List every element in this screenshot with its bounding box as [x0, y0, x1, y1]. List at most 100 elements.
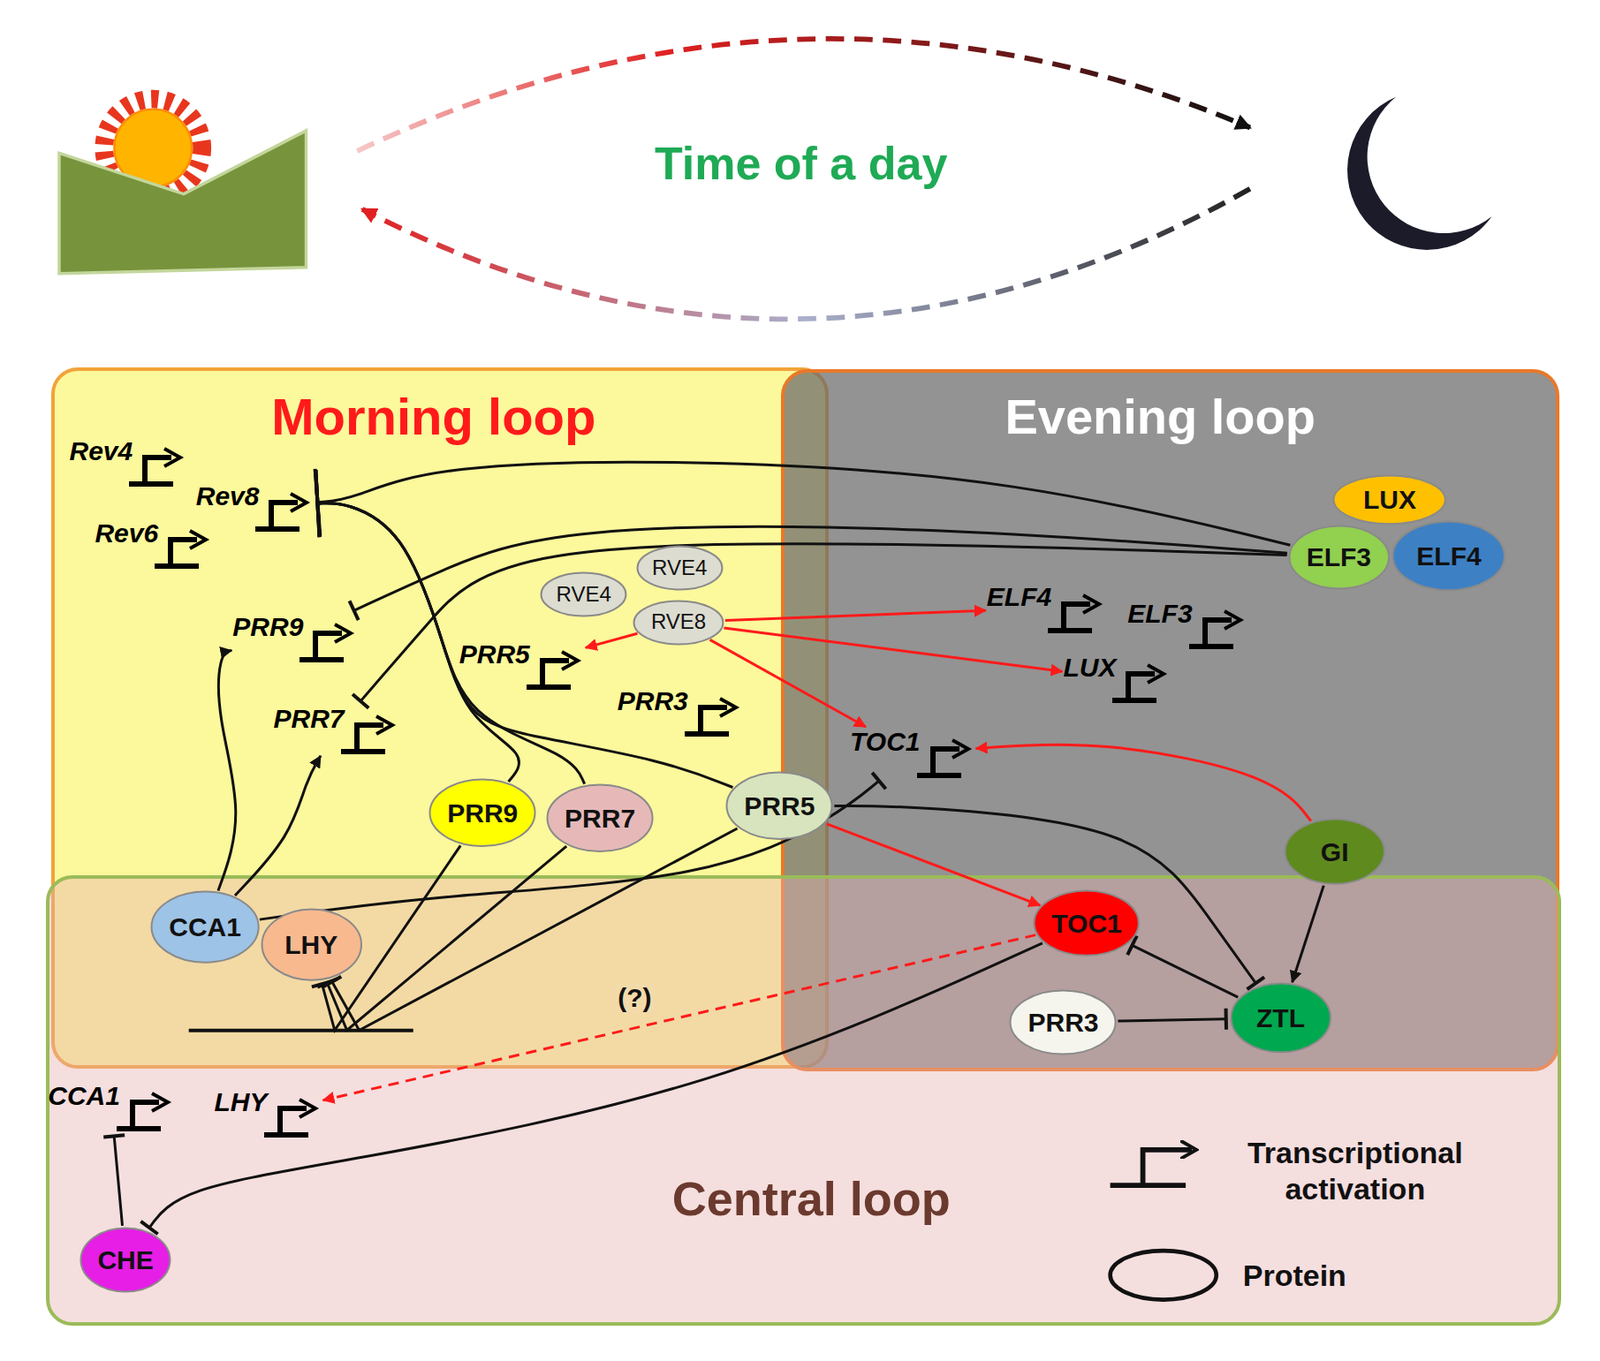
promoter-arrowhead — [151, 1093, 168, 1112]
sun-icon — [59, 98, 307, 274]
repression-line — [360, 544, 1288, 702]
protein-shape — [261, 909, 361, 980]
promoter-line — [299, 633, 344, 660]
protein-name: RVE4 — [652, 556, 707, 580]
promoter-line — [1047, 604, 1092, 631]
promoter-symbol — [917, 738, 976, 780]
protein-name: CHE — [97, 1245, 153, 1275]
promoter-line — [116, 1102, 161, 1130]
repression-line — [317, 503, 584, 785]
promoter-symbol — [684, 697, 744, 738]
gene-promoter: CCA1 — [47, 1081, 175, 1133]
repression-line — [149, 943, 1043, 1229]
protein-name: CCA1 — [168, 912, 242, 942]
repression-line — [354, 526, 1288, 611]
gene-name: Rev8 — [196, 481, 260, 513]
protein-shape — [636, 546, 722, 591]
promoter-line — [526, 660, 571, 688]
protein-name: PRR7 — [564, 803, 636, 834]
legend-protein-symbol — [1110, 1251, 1217, 1300]
promoter-symbol — [299, 622, 358, 664]
gene-name: CCA1 — [47, 1081, 121, 1113]
protein-ellipse: PRR5 — [725, 771, 834, 842]
promoter-symbol — [116, 1091, 175, 1133]
gene-name: PRR9 — [232, 612, 304, 644]
repression-line — [1117, 1019, 1226, 1022]
protein-ellipse: PRR3 — [1008, 989, 1117, 1056]
protein-shape — [727, 773, 833, 841]
repression-bar — [189, 1029, 414, 1033]
protein-shape — [1393, 522, 1505, 592]
promoter-symbol — [1112, 663, 1171, 705]
time-label: Time of a day — [652, 136, 950, 190]
protein-name: TOC1 — [1051, 909, 1122, 939]
gene-name: PRR7 — [273, 704, 345, 736]
promoter-symbol — [526, 650, 585, 691]
promoter-symbol — [264, 1098, 323, 1139]
activation-arrow — [1292, 886, 1325, 984]
promoter-arrowhead — [376, 716, 393, 735]
gene-name: ELF4 — [986, 582, 1052, 614]
protein-shape — [1289, 525, 1388, 589]
activation-arrow — [235, 756, 321, 896]
gene-name: Rev6 — [94, 518, 159, 550]
promoter-arrowhead — [299, 1099, 316, 1118]
gene-promoter: PRR5 — [459, 639, 585, 691]
protein-shape — [1010, 990, 1116, 1055]
repression-line — [259, 781, 880, 920]
protein-name: PRR9 — [447, 798, 518, 828]
gene-promoter: LUX — [1062, 652, 1171, 705]
promoter-symbol — [154, 529, 213, 570]
legend-text: Protein — [1243, 1257, 1347, 1294]
protein-ellipse: LUX — [1332, 474, 1447, 526]
gene-promoter: Rev6 — [94, 518, 213, 570]
promoter-line — [341, 725, 386, 752]
promoter-line — [684, 707, 729, 735]
promoter-line — [917, 749, 962, 776]
protein-name: LUX — [1363, 485, 1417, 515]
promoter-symbol — [341, 714, 400, 756]
promoter-arrowhead — [334, 624, 351, 643]
repression-line — [317, 503, 733, 789]
protein-ellipse: ELF4 — [1391, 520, 1506, 592]
repression-line — [1131, 945, 1238, 998]
protein-ellipse: GI — [1283, 818, 1386, 886]
promoter-arrowhead — [561, 652, 578, 670]
promoter-line — [1112, 674, 1157, 701]
protein-shape — [1284, 819, 1384, 885]
gene-name: LHY — [214, 1087, 268, 1119]
promoter-symbol — [1189, 609, 1248, 651]
repression-line — [834, 805, 1256, 984]
promoter-arrowhead — [720, 698, 736, 717]
activation-arrow — [725, 610, 986, 621]
protein-shape — [1230, 984, 1330, 1054]
gene-promoter: LHY — [214, 1087, 323, 1139]
gene-promoter: Rev8 — [196, 481, 315, 533]
region-heading: Morning loop — [271, 386, 596, 447]
protein-ellipse: TOC1 — [1032, 889, 1140, 957]
activation-arrow — [710, 639, 866, 728]
gene-name: LUX — [1062, 652, 1116, 684]
protein-shape — [1034, 891, 1139, 956]
protein-shape — [430, 780, 536, 848]
promoter-arrowhead — [164, 448, 181, 467]
protein-name: RVE4 — [555, 583, 611, 607]
gene-promoter: TOC1 — [849, 727, 975, 779]
protein-ellipse: PRR9 — [428, 778, 537, 849]
gene-promoter: ELF3 — [1127, 599, 1247, 651]
activation-arrow — [723, 628, 1062, 672]
promoter-line — [264, 1108, 309, 1136]
protein-shape — [547, 785, 653, 853]
promoter-line — [255, 502, 300, 530]
protein-name: GI — [1320, 837, 1350, 867]
promoter-arrowhead — [1083, 595, 1100, 614]
protein-name: ZTL — [1256, 1003, 1305, 1033]
promoter-arrowhead — [189, 530, 206, 549]
promoter-line — [128, 457, 174, 485]
protein-name: PRR5 — [743, 791, 815, 821]
protein-shape — [541, 573, 627, 617]
protein-ellipse: LHY — [260, 908, 363, 982]
protein-shape — [81, 1228, 171, 1292]
protein-ellipse: CHE — [79, 1227, 172, 1294]
protein-ellipse: RVE8 — [632, 599, 725, 646]
